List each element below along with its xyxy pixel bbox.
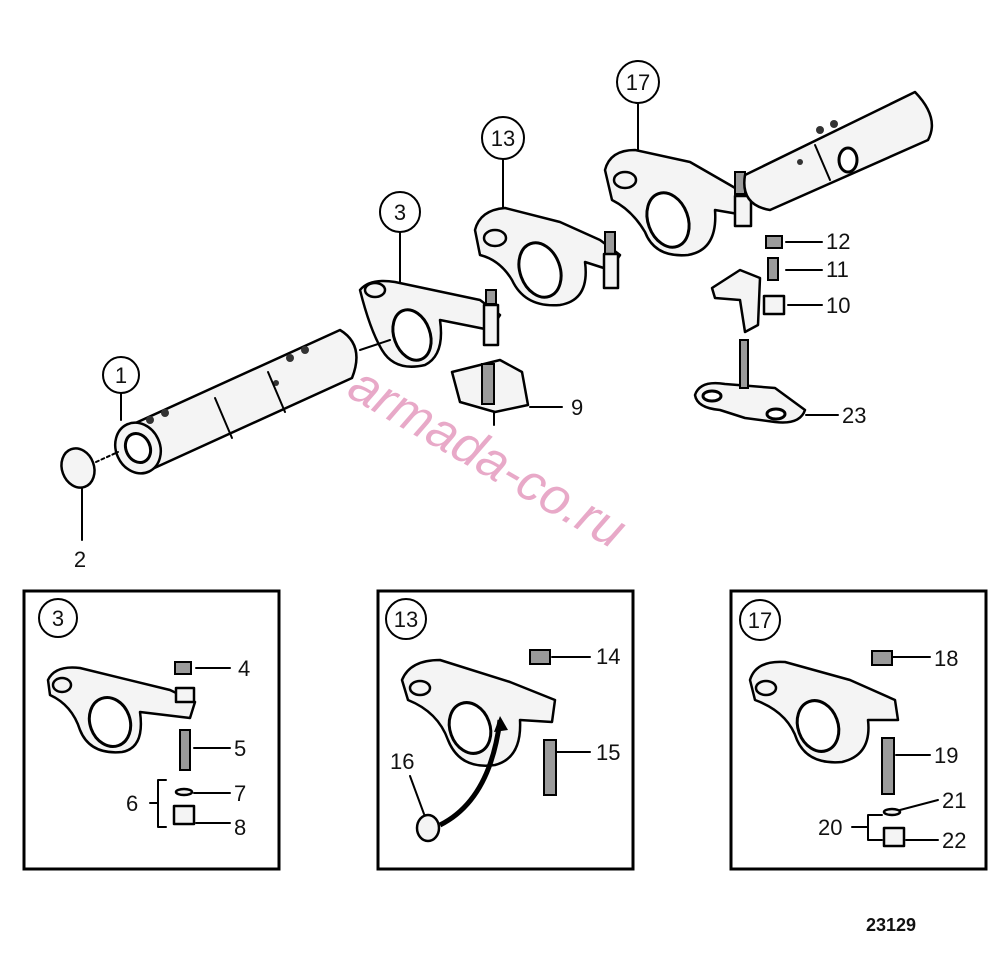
callout-11: 11 — [826, 257, 849, 282]
callout-17-circle — [616, 60, 660, 104]
inset-3-label-7: 7 — [234, 781, 246, 806]
inset-17-label-18: 18 — [934, 646, 958, 671]
shaft-plug — [60, 447, 96, 489]
inset-17: 17 18 19 20 21 22 — [729, 589, 988, 871]
inset-17-label-19: 19 — [934, 743, 958, 768]
figure-number: 23129 — [866, 915, 916, 935]
callout-13-circle — [481, 116, 525, 160]
callout-13: 13 — [491, 126, 515, 151]
inset-3-label-8: 8 — [234, 815, 246, 840]
inset-17-label-21: 21 — [942, 788, 966, 813]
inset-3-label-5: 5 — [234, 736, 246, 761]
callout-12: 12 — [826, 229, 850, 254]
rocker-arm-13 — [473, 206, 622, 307]
callout-9: 9 — [571, 395, 583, 420]
inset-17-label-20: 20 — [818, 815, 842, 840]
inset-3-label-6: 6 — [126, 791, 138, 816]
inset-3-title: 3 — [52, 606, 64, 631]
callout-2: 2 — [74, 547, 86, 572]
rocker-shaft-right — [743, 90, 934, 212]
screw-11 — [767, 257, 779, 281]
callout-1: 1 — [115, 363, 127, 388]
inset-13-label-15: 15 — [596, 740, 620, 765]
nut-12 — [765, 235, 783, 249]
callout-10: 10 — [826, 293, 850, 318]
rocker-shaft-left — [113, 328, 358, 475]
inset-13: 13 14 15 16 — [376, 589, 635, 871]
inset-17-title: 17 — [748, 608, 772, 633]
rocker-arm-3 — [358, 279, 502, 368]
inset-13-title: 13 — [394, 607, 418, 632]
rocker-arm-17 — [603, 148, 754, 257]
inset-13-label-14: 14 — [596, 644, 620, 669]
valve-bridge-9 — [450, 358, 530, 414]
inset-17-label-22: 22 — [942, 828, 966, 853]
rocker-bracket-23 — [693, 339, 807, 424]
callout-3-circle — [379, 191, 421, 233]
inset-3-label-4: 4 — [238, 656, 250, 681]
adjuster-bracket-10 — [710, 268, 786, 334]
inset-13-label-16: 16 — [390, 749, 414, 774]
inset-3: 3 4 5 6 7 8 — [22, 589, 281, 871]
callout-17: 17 — [626, 70, 650, 95]
callout-1-circle — [102, 356, 140, 394]
callout-23: 23 — [842, 403, 866, 428]
callout-3: 3 — [394, 200, 406, 225]
